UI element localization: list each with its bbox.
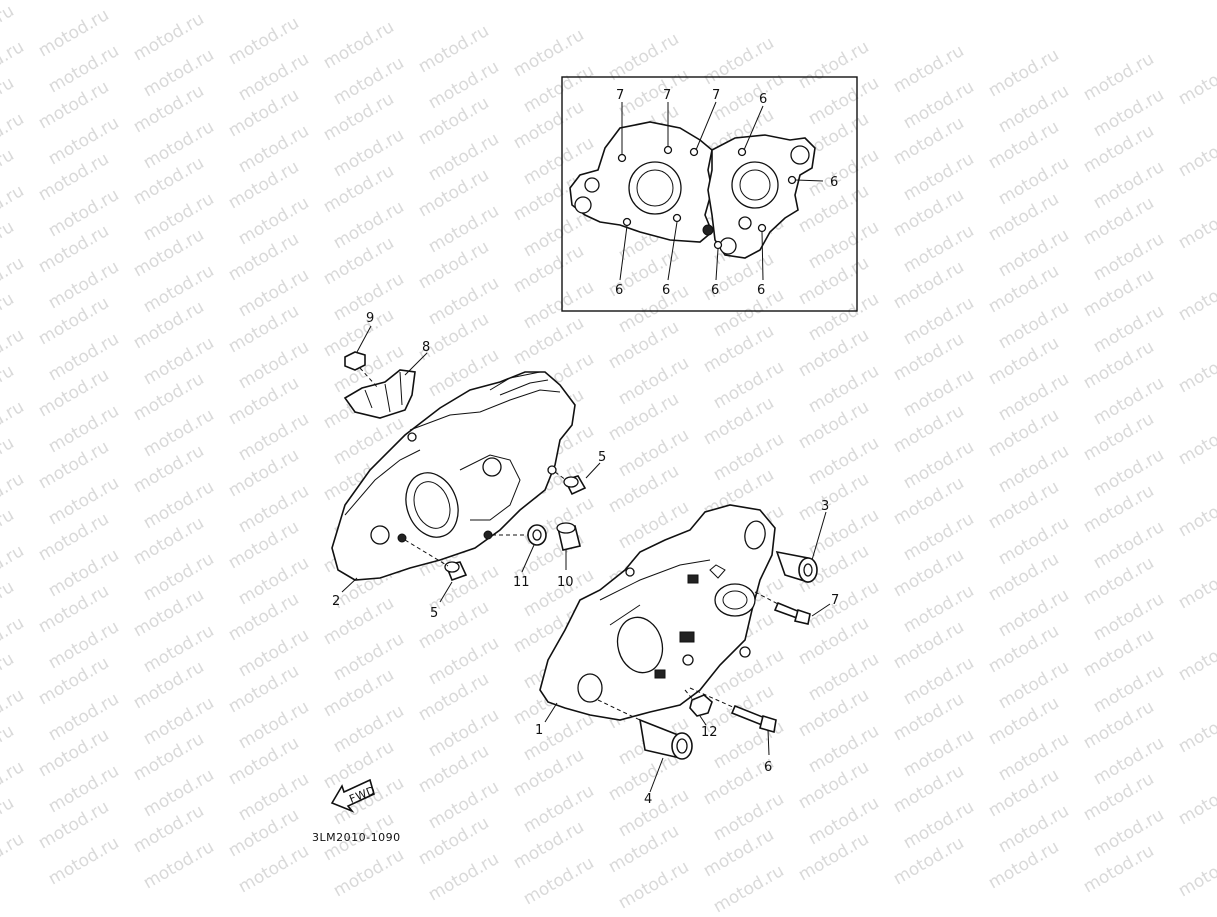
inset-callout-7b: 7 [663,88,671,103]
collar-part-4 [597,699,693,760]
crankcase-right [539,504,776,721]
callout-2: 2 [332,594,340,609]
inset-callout-6c: 6 [615,283,623,298]
bolt-part-9 [344,351,379,389]
drain-plug-part-10 [556,522,581,551]
callout-8: 8 [422,340,430,355]
inset-callout-6a: 6 [759,92,767,107]
leader-lines [341,325,831,793]
callout-11: 11 [513,575,530,590]
inset-callout-6b: 6 [830,175,838,190]
inset-callout-6d: 6 [662,283,670,298]
callout-7: 7 [831,593,839,608]
dowel-part-5-lower [404,539,468,582]
bracket-body [343,369,416,419]
crankcase-left-body [331,371,576,581]
callout-12: 12 [701,725,718,740]
crankcase-right-body [539,504,776,721]
callout-10: 10 [557,575,574,590]
inset-callout-6e: 6 [711,283,719,298]
inset-right-bearing-bore [731,161,779,209]
diagram-code: 3LM2010-1090 [312,831,401,844]
nut-part-12 [684,689,713,717]
inset-callout-6f: 6 [757,283,765,298]
inset-detail: 7 7 7 6 6 6 6 6 6 [561,76,858,312]
callout-numbers: 9 8 5 5 2 11 10 3 7 1 12 6 4 [332,311,839,807]
callout-3: 3 [821,499,829,514]
callout-4: 4 [644,792,652,807]
crankcase-left-bearing-bore [405,472,459,538]
inset-callout-7c: 7 [712,88,720,103]
bolt-part-6 [689,687,777,734]
callout-5-lower: 5 [430,606,438,621]
dowel-part-5-upper [554,471,587,496]
crankcase-left [331,371,576,581]
crankcase-right-bearing-bore-2 [714,583,756,617]
inset-callout-7a: 7 [616,88,624,103]
bolt-part-7 [754,591,811,625]
callout-6: 6 [764,760,772,775]
bushing-part-3 [775,550,818,583]
fwd-arrow: FWD [330,778,377,813]
callout-5-upper: 5 [598,450,606,465]
washer-part-11 [492,524,547,546]
bolt-9-head [344,351,366,371]
inset-frame [561,76,858,312]
crankcase-right-bearing-bore [616,616,664,674]
fwd-label: FWD [347,784,377,806]
callout-1: 1 [535,723,543,738]
callout-9: 9 [366,311,374,326]
fwd-arrow-shape [330,778,375,813]
bracket-part-8 [343,369,416,419]
